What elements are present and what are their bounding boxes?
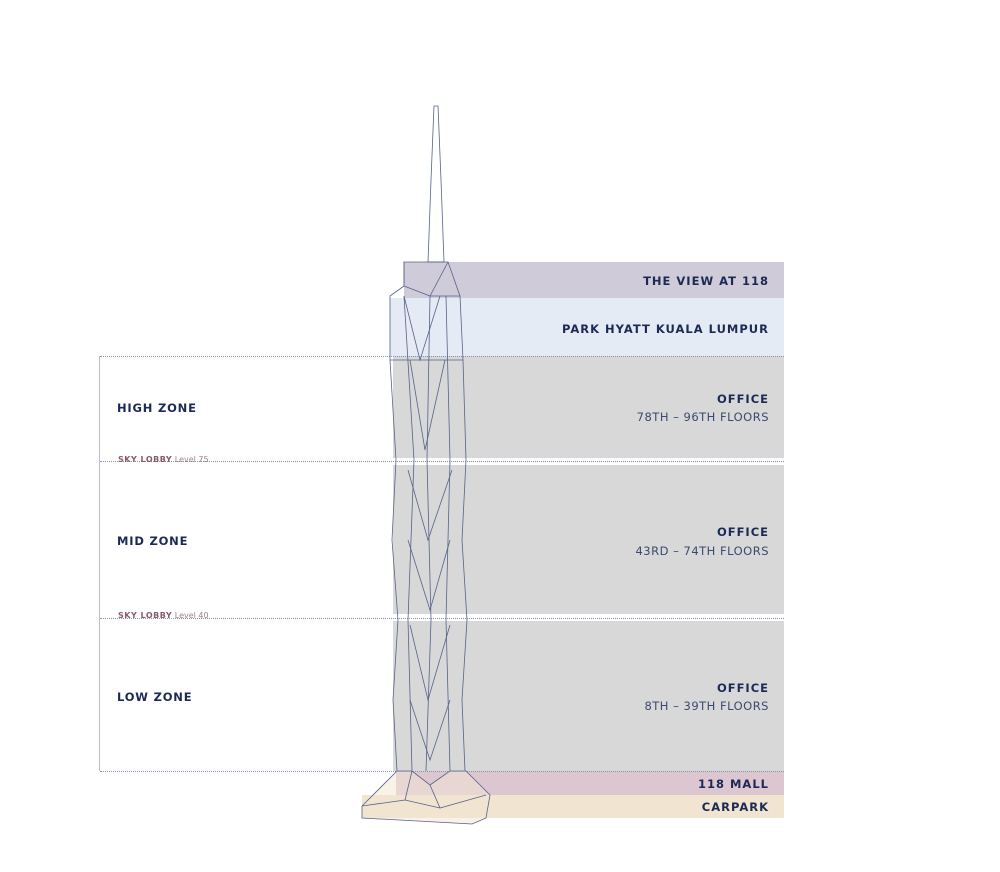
office-high-floors: 78TH – 96TH FLOORS	[636, 410, 769, 424]
divider-line	[100, 618, 784, 619]
podium	[361, 770, 491, 825]
low-zone-label: LOW ZONE	[117, 690, 193, 704]
sky-lobby-label: SKY LOBBY	[118, 611, 173, 620]
zone-bracket-line	[99, 356, 100, 771]
office-mid-label: OFFICE	[716, 525, 769, 539]
sky-lobby-level: Level 40	[174, 611, 209, 620]
office-low-label: OFFICE	[716, 681, 769, 695]
carpark-label: CARPARK	[701, 800, 769, 814]
band-office-high	[393, 356, 784, 458]
mall-label: 118 MALL	[697, 777, 769, 791]
divider-line	[100, 461, 784, 462]
divider-line	[100, 771, 784, 772]
office-low-floors: 8TH – 39TH FLOORS	[644, 699, 769, 713]
sky-lobby-label: SKY LOBBY	[118, 455, 173, 464]
sky-lobby-75: SKY LOBBY Level 75	[118, 455, 209, 464]
divider-line	[100, 356, 784, 357]
crown	[389, 261, 464, 361]
band-office-low	[393, 621, 784, 771]
office-high-label: OFFICE	[716, 392, 769, 406]
high-zone-label: HIGH ZONE	[117, 401, 197, 415]
band-office-mid	[393, 465, 784, 614]
office-mid-floors: 43RD – 74TH FLOORS	[635, 544, 769, 558]
sky-lobby-level: Level 75	[174, 455, 209, 464]
sky-lobby-40: SKY LOBBY Level 40	[118, 611, 209, 620]
mid-zone-label: MID ZONE	[117, 534, 189, 548]
band-view	[404, 262, 784, 298]
hotel-label: PARK HYATT KUALA LUMPUR	[561, 322, 769, 336]
band-hotel	[390, 298, 784, 356]
view-label: THE VIEW AT 118	[643, 274, 769, 288]
spire	[427, 105, 445, 263]
